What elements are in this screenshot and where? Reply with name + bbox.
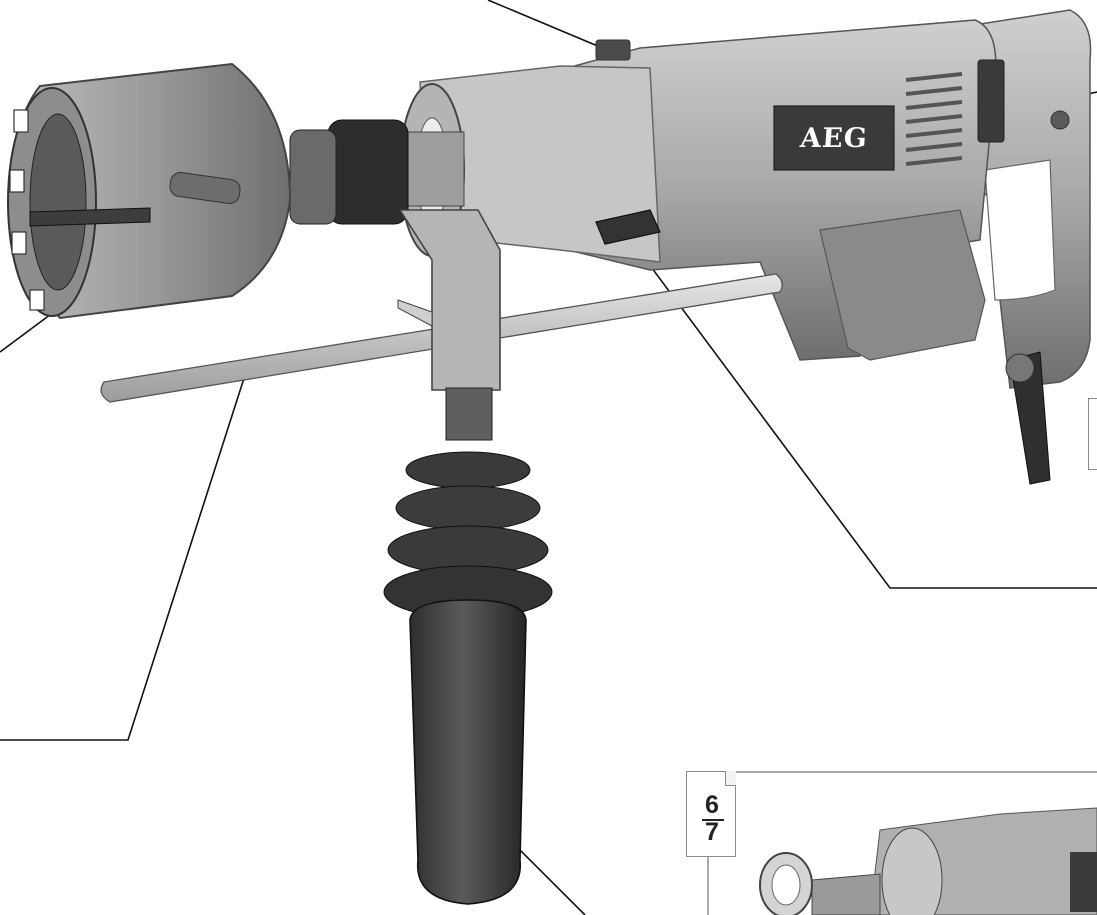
cable-clip	[1005, 353, 1035, 383]
handle-stem	[445, 387, 493, 441]
secondary-collar	[881, 827, 943, 915]
leader-line-top	[487, 0, 613, 53]
page-ref-badge-fold	[725, 771, 736, 786]
page-ref-number-bottom: 7	[705, 818, 719, 846]
page-ref-tab-right	[1088, 398, 1097, 470]
chuck-sleeve	[289, 129, 337, 225]
badge-reference-lines	[707, 771, 1097, 915]
ejector-slot	[169, 172, 241, 204]
depth-stop-assembly	[100, 209, 783, 403]
side-handle	[383, 387, 553, 905]
lower-gear-housing	[819, 209, 986, 361]
core-bit-inner	[29, 113, 87, 291]
drill-chuck	[327, 119, 409, 225]
handle-collar-2	[395, 485, 541, 531]
handle-collar-1	[405, 451, 531, 489]
secondary-ring-hole	[771, 864, 801, 906]
vent-slots	[905, 72, 963, 166]
gear-selector-knob	[595, 209, 661, 245]
page-ref-divider	[702, 819, 724, 821]
logo-plate	[773, 105, 895, 171]
brand-logo: AEG	[799, 122, 869, 154]
core-bit-teeth	[9, 109, 45, 311]
top-switch	[595, 39, 631, 61]
leader-line-gear-switch	[636, 247, 1097, 589]
clamp-bracket	[398, 209, 501, 391]
cable-strain-relief	[1009, 351, 1051, 485]
secondary-drill-view	[759, 807, 1097, 915]
trigger-lock-button	[977, 59, 1005, 143]
pilot-drill	[29, 207, 151, 227]
page-ref-number-top: 6	[705, 791, 719, 819]
handle-opening	[984, 159, 1056, 301]
clamp-lever	[397, 299, 433, 327]
chuck-assembly	[7, 62, 465, 320]
screw-head	[1050, 110, 1070, 130]
drill-housing	[419, 9, 1092, 485]
secondary-logo-plate	[1070, 852, 1097, 912]
spindle-neck	[403, 131, 465, 207]
secondary-spindle	[811, 873, 881, 915]
leader-line-depth-rod	[0, 371, 247, 741]
handle-grip	[409, 599, 527, 905]
